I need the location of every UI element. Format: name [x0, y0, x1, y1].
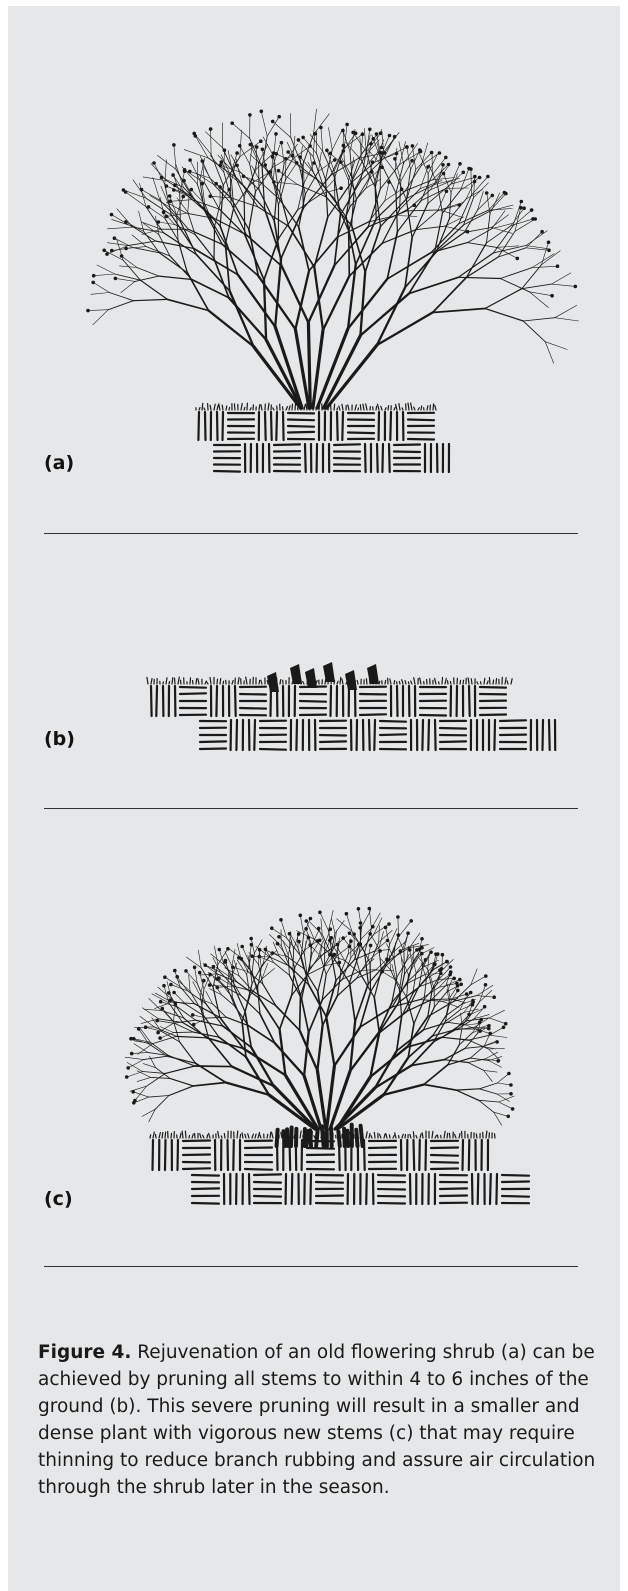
panel-b [8, 626, 620, 776]
caption-lead: Figure 4. [38, 1342, 132, 1363]
divider-b [44, 808, 578, 809]
figure-panel: (a) (b) (c) Figure 4. Rejuvenation of an… [8, 6, 620, 1591]
figure-caption: Figure 4. Rejuvenation of an old floweri… [38, 1339, 598, 1501]
shrub-old-drawing [86, 108, 580, 474]
caption-text: Rejuvenation of an old flowering shrub (… [38, 1342, 596, 1498]
shrub-pruned-drawing [146, 662, 557, 752]
panel-a [8, 6, 620, 506]
panel-b-label: (b) [44, 728, 75, 750]
divider-a [44, 533, 578, 534]
divider-c [44, 1266, 578, 1267]
panel-c-label: (c) [44, 1188, 73, 1210]
panel-a-label: (a) [44, 452, 75, 474]
panel-c [8, 856, 620, 1236]
shrub-regrowth-drawing [124, 906, 531, 1206]
